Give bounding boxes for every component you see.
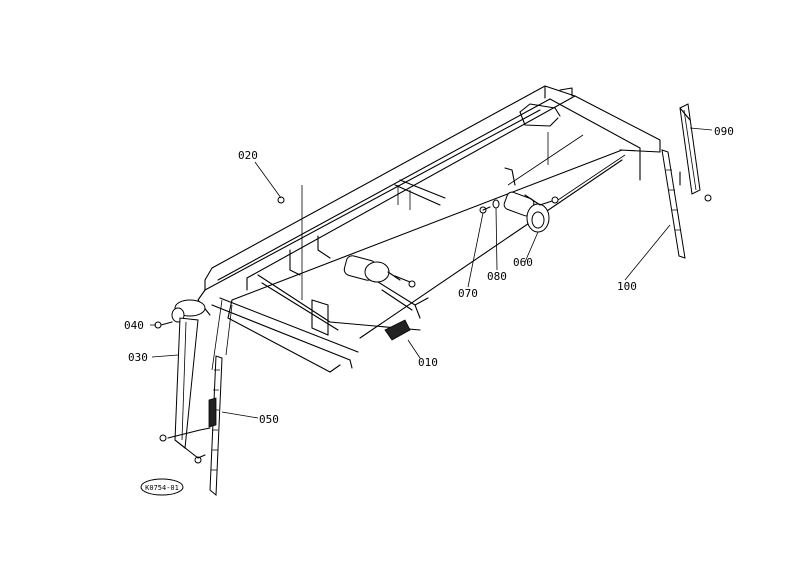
- front-wiper-blade: [208, 355, 223, 497]
- callout-labels: 010 020 030 040 050 060 070 080 090 100: [124, 125, 734, 426]
- drawing-number-stamp: K0754-01: [140, 478, 184, 496]
- front-wiper-motor: [343, 255, 429, 341]
- callout-040: 040: [124, 319, 144, 332]
- callout-010: 010: [418, 356, 438, 369]
- leader-lines: [150, 127, 713, 419]
- rear-wiper-arm: [679, 103, 701, 195]
- callout-100: 100: [617, 280, 637, 293]
- callout-030: 030: [128, 351, 148, 364]
- callout-090: 090: [714, 125, 734, 138]
- cab-frame: [197, 85, 661, 373]
- callout-020: 020: [238, 149, 258, 162]
- fasteners: [154, 171, 712, 464]
- front-wiper-arm: [167, 299, 211, 459]
- rear-wiper-blade: [661, 149, 686, 259]
- callout-070: 070: [458, 287, 478, 300]
- drawing-number-text: K0754-01: [145, 484, 179, 492]
- callout-060: 060: [513, 256, 533, 269]
- callout-080: 080: [487, 270, 507, 283]
- callout-050: 050: [259, 413, 279, 426]
